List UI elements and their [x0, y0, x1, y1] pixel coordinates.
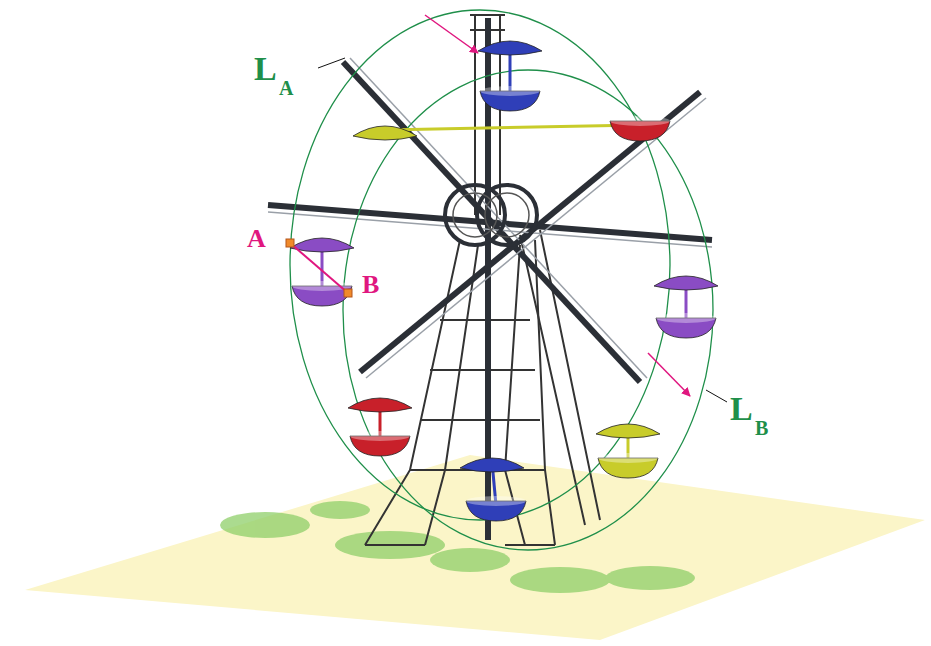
point-a — [286, 239, 294, 247]
leader-line — [318, 58, 345, 68]
shift-arrow — [648, 353, 690, 396]
gondola — [460, 458, 526, 521]
gondola — [654, 276, 718, 338]
hub — [477, 185, 537, 245]
leader-line — [706, 390, 727, 402]
shift-arrow — [425, 15, 478, 53]
point-label: A — [247, 226, 266, 252]
ground — [25, 455, 925, 640]
gondola — [353, 116, 670, 141]
gondola — [290, 238, 354, 306]
circle-label: L — [254, 52, 277, 86]
gondolas — [290, 41, 718, 521]
point-label: B — [362, 272, 379, 298]
circle-la — [290, 10, 670, 520]
gondola — [478, 41, 542, 111]
segment-ab — [290, 243, 348, 293]
circle-label-subscript: B — [755, 418, 768, 438]
spokes — [268, 18, 712, 540]
tower — [365, 15, 600, 545]
gondola — [596, 424, 660, 478]
circle-lb — [343, 70, 713, 550]
circle-label-subscript: A — [279, 78, 293, 98]
point-b — [344, 289, 352, 297]
circle-label: L — [730, 392, 753, 426]
gondola — [348, 398, 412, 456]
